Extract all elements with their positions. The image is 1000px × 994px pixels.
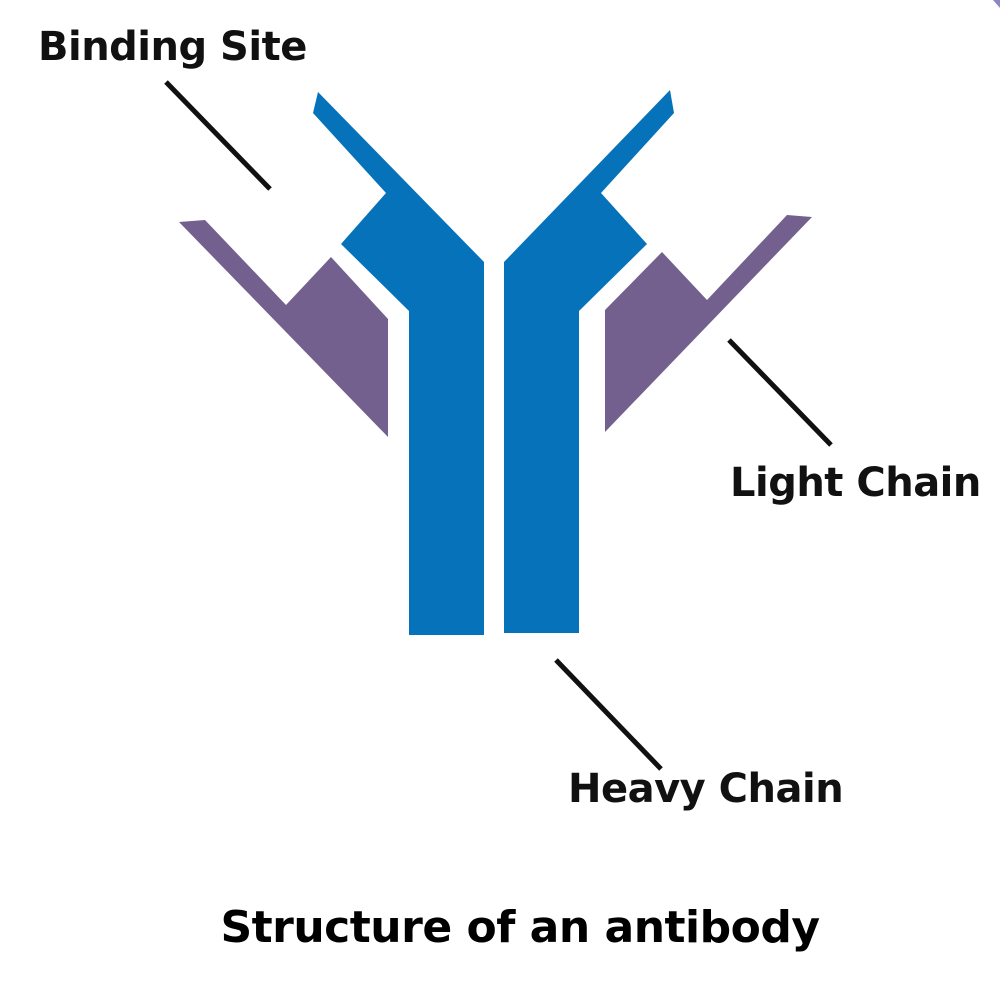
- binding-site-label: Binding Site: [38, 24, 307, 70]
- corner-accent: [993, 0, 1000, 8]
- heavy-chain-label: Heavy Chain: [568, 766, 844, 812]
- light-chain-leader-line: [727, 338, 833, 447]
- left-heavy-chain: [313, 92, 484, 635]
- diagram-title: Structure of an antibody: [220, 902, 820, 953]
- right-light-chain: [605, 215, 812, 432]
- heavy-chain-leader-line: [554, 658, 663, 771]
- binding-site-leader-line: [164, 80, 272, 191]
- left-light-chain: [179, 220, 388, 437]
- light-chain-label: Light Chain: [730, 460, 981, 506]
- right-heavy-chain: [504, 90, 674, 633]
